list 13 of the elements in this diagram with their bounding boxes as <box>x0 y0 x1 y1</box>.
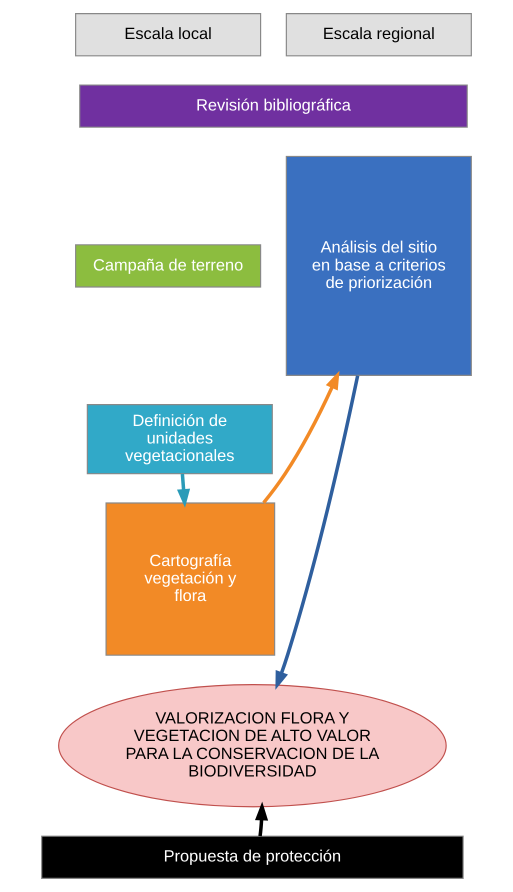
node-box: Escala local <box>75 13 262 56</box>
node-box: Cartografía vegetación y flora <box>105 502 276 656</box>
arrow <box>275 375 360 690</box>
node-ellipse: VALORIZACION FLORA Y VEGETACION DE ALTO VALOR PARA LA CONSERVACION DE LA BIODIVERSIDAD <box>58 684 447 808</box>
node-box: Definición de unidades vegetacionales <box>86 404 273 474</box>
arrow <box>262 370 340 504</box>
node-box: Revisión bibliográfica <box>79 84 468 128</box>
node-box: Propuesta de protección <box>41 836 464 879</box>
node-box: Escala regional <box>286 13 472 56</box>
arrow <box>177 474 190 508</box>
node-box: Campaña de terreno <box>75 244 262 288</box>
node-box: Análisis del sitio en base a criterios de priorización <box>286 156 472 376</box>
arrow <box>254 802 268 836</box>
